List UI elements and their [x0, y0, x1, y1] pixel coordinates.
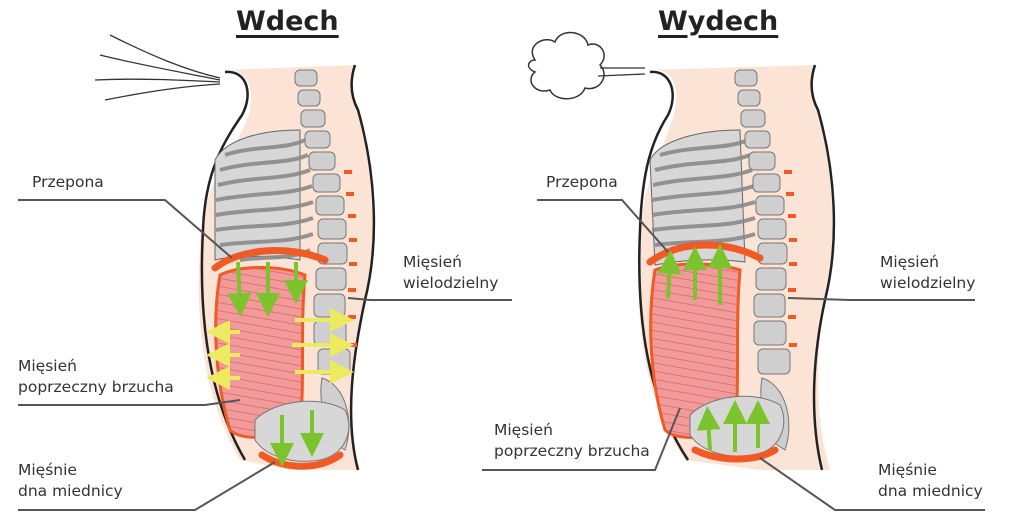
inhale-figure: [94, 34, 376, 471]
inhale-pelvis: [254, 400, 350, 462]
inhale-diaphragm: [211, 247, 329, 272]
inhale-spine: [294, 69, 351, 451]
exhale-cloud-icon: [527, 31, 605, 100]
inhale-ribcage: [214, 129, 314, 262]
exhale-diaphragm-label: Przepona: [546, 173, 618, 191]
exhale-pelvic-floor: [691, 446, 779, 463]
exhale-title: Wydech: [658, 6, 779, 37]
inhale-multifidus-label: Mięsień wielodzielny: [403, 253, 499, 292]
exhale-transverse-label: Mięsień poprzeczny brzucha: [494, 421, 650, 460]
inhale-diaphragm-label: Przepona: [32, 173, 104, 191]
inhale-transverse-label: Mięsień poprzeczny brzucha: [18, 357, 174, 396]
leader-lines: [18, 199, 985, 511]
inhale-air-lines: [94, 34, 221, 101]
exhale-ribcage: [649, 129, 756, 266]
exhale-pelvic-floor-label: Mięśnie dna miednicy: [878, 461, 983, 500]
inhale-pelvic-floor-label: Mięśnie dna miednicy: [18, 461, 123, 500]
exhale-arrows-up: [657, 244, 770, 452]
inhale-arrows-down: [227, 261, 324, 467]
inhale-arrows-out: [206, 308, 354, 390]
inhale-title: Wdech: [236, 6, 339, 37]
exhale-multifidus-label: Mięsień wielodzielny: [880, 253, 976, 292]
inhale-pelvic-floor: [258, 451, 344, 470]
exhale-air-lines: [597, 67, 646, 77]
exhale-figure: [527, 31, 836, 471]
exhale-multifidus: [784, 170, 797, 347]
